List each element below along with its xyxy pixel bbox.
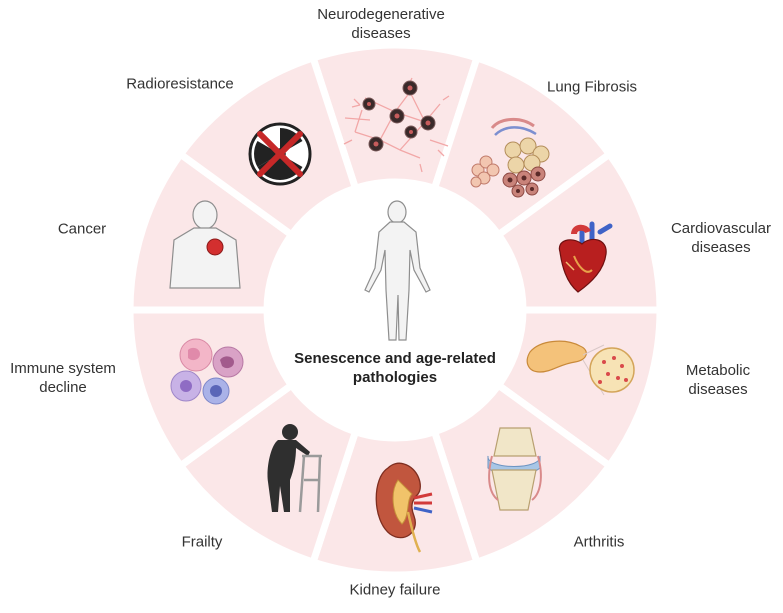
label-kidney-failure: Kidney failure xyxy=(349,581,441,599)
label-cancer: Cancer xyxy=(57,220,107,238)
pancreas-islet-icon xyxy=(526,340,635,396)
label-frailty: Frailty xyxy=(181,533,223,551)
label-arthritis: Arthritis xyxy=(573,533,625,551)
label-cardiovascular: Cardiovascular diseases xyxy=(670,220,772,256)
label-immune: Immune system decline xyxy=(10,360,116,396)
tumor-icon xyxy=(206,238,224,256)
label-metabolic: Metabolic diseases xyxy=(685,362,751,398)
label-lung-fibrosis: Lung Fibrosis xyxy=(546,78,638,96)
elderly-walker-icon xyxy=(267,424,322,513)
label-neurodegenerative: Neurodegenerative diseases xyxy=(317,6,445,42)
label-radioresistance: Radioresistance xyxy=(126,75,234,93)
lung-alveoli-icon xyxy=(470,118,550,198)
radiation-crossed-icon xyxy=(248,122,312,186)
kidney-icon xyxy=(375,462,433,553)
knee-joint-icon xyxy=(487,427,542,511)
center-title: Senescence and age-related pathologies xyxy=(294,350,496,386)
neuron-network-icon xyxy=(343,77,450,173)
heart-icon xyxy=(558,221,613,293)
human-figure-icon xyxy=(364,200,431,341)
immune-cells-icon xyxy=(170,338,244,405)
